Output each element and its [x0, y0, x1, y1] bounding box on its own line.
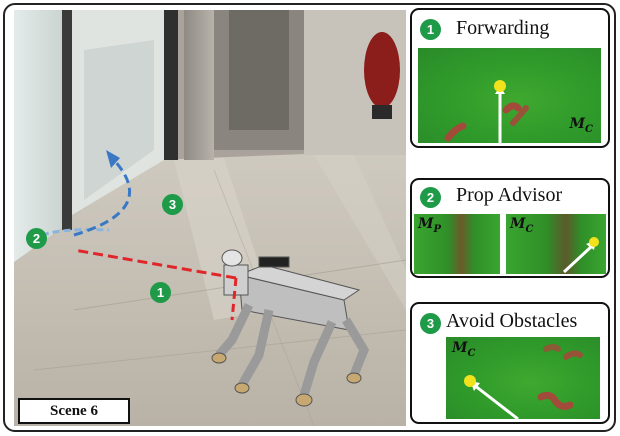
panel-3-title: Avoid Obstacles: [446, 310, 578, 332]
panel-avoid-obstacles: 3 Avoid Obstacles MC: [410, 302, 610, 424]
panel-3-map: MC: [446, 337, 600, 419]
panel-2-number: 2: [420, 187, 441, 208]
red-forward-path: [73, 248, 237, 280]
panel-2-map-graphic: [562, 237, 599, 274]
blue-turn-path: [73, 158, 132, 237]
panel-1-map-label: MC: [569, 116, 593, 135]
panel-2-map-p-label: MP: [418, 216, 442, 235]
path-marker-3: 3: [162, 194, 183, 215]
path-marker-1: 1: [150, 282, 171, 303]
panel-1-title: Forwarding: [456, 17, 550, 39]
robot-scene-photo: 1 2 3: [14, 10, 406, 426]
panel-3-number: 3: [420, 313, 441, 334]
panel-forwarding: 1 Forwarding MC: [410, 8, 610, 148]
panel-1-map: MC: [418, 48, 601, 143]
red-path-tail: [230, 277, 238, 321]
panel-3-map-graphic: [464, 344, 583, 419]
panel-prop-advisor: 2 Prop Advisor MP MC: [410, 178, 610, 278]
blue-arrowhead: [106, 150, 120, 168]
path-marker-2: 2: [26, 228, 47, 249]
panel-1-number: 1: [420, 19, 441, 40]
panel-3-map-label: MC: [452, 340, 476, 359]
panel-2-map-c-label: MC: [510, 216, 534, 235]
scene-illustration: [14, 10, 406, 426]
panel-2-map-c: MC: [506, 214, 606, 274]
panel-2-map-p: MP: [414, 214, 500, 274]
scene-label: Scene 6: [18, 398, 130, 424]
panel-2-title: Prop Advisor: [456, 184, 563, 206]
panel-1-map-graphic: [444, 80, 529, 143]
